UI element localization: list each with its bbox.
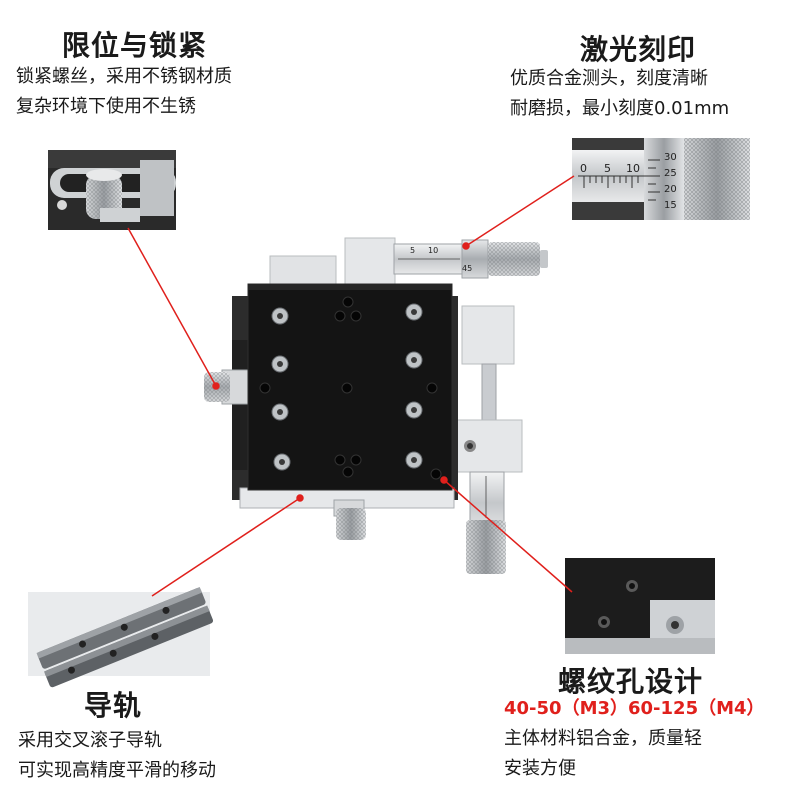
stage-thimble-45: 45	[462, 264, 473, 273]
threaded-hole-inset	[565, 558, 715, 654]
thread-section: 螺纹孔设计	[558, 660, 703, 700]
micrometer-scale-inset	[572, 138, 750, 220]
main-scale-5: 5	[604, 162, 611, 175]
thimble-scale-30: 30	[664, 152, 677, 163]
thimble-scale-15: 15	[664, 200, 677, 211]
limit-lock-desc-line-1: 锁紧螺丝，采用不锈钢材质	[16, 66, 232, 87]
limit-lock-desc-line-2: 复杂环境下使用不生锈	[16, 96, 196, 117]
stage-scale-10: 10	[428, 246, 439, 255]
thread-desc-line-1: 主体材料铝合金，质量轻	[504, 728, 702, 749]
guide-desc-line-2: 可实现高精度平滑的移动	[18, 760, 216, 781]
limit-lock-section: 限位与锁紧	[62, 24, 207, 64]
thimble-scale-25: 25	[664, 168, 677, 179]
thread-details: 40-50（M3）60-125（M4） 主体材料铝合金，质量轻 安装方便	[504, 694, 765, 784]
limit-lock-desc: 锁紧螺丝，采用不锈钢材质 复杂环境下使用不生锈	[16, 62, 232, 122]
xy-stage	[204, 237, 548, 574]
laser-desc-line-1: 优质合金测头，刻度清晰	[510, 68, 708, 89]
limit-lock-title: 限位与锁紧	[62, 29, 208, 62]
laser-title: 激光刻印	[580, 33, 697, 66]
guide-title: 导轨	[84, 689, 143, 722]
thimble-scale-20: 20	[664, 184, 677, 195]
lock-knob-inset	[48, 150, 176, 230]
leader-lines	[127, 175, 575, 597]
laser-section: 激光刻印	[580, 28, 696, 68]
guide-desc-line-1: 采用交叉滚子导轨	[18, 730, 162, 751]
thread-desc-line-2: 安装方便	[504, 758, 576, 779]
main-scale-10: 10	[626, 162, 640, 175]
thread-spec: 40-50（M3）60-125（M4）	[504, 698, 765, 719]
guide-section: 导轨	[84, 684, 142, 724]
guide-desc: 采用交叉滚子导轨 可实现高精度平滑的移动	[18, 726, 216, 786]
guide-rail-inset	[28, 587, 214, 688]
laser-desc: 优质合金测头，刻度清晰 耐磨损，最小刻度0.01mm	[510, 64, 729, 124]
laser-desc-line-2: 耐磨损，最小刻度0.01mm	[510, 98, 730, 119]
stage-scale-5: 5	[410, 246, 416, 255]
thread-title: 螺纹孔设计	[558, 665, 704, 698]
main-scale-0: 0	[580, 162, 587, 175]
